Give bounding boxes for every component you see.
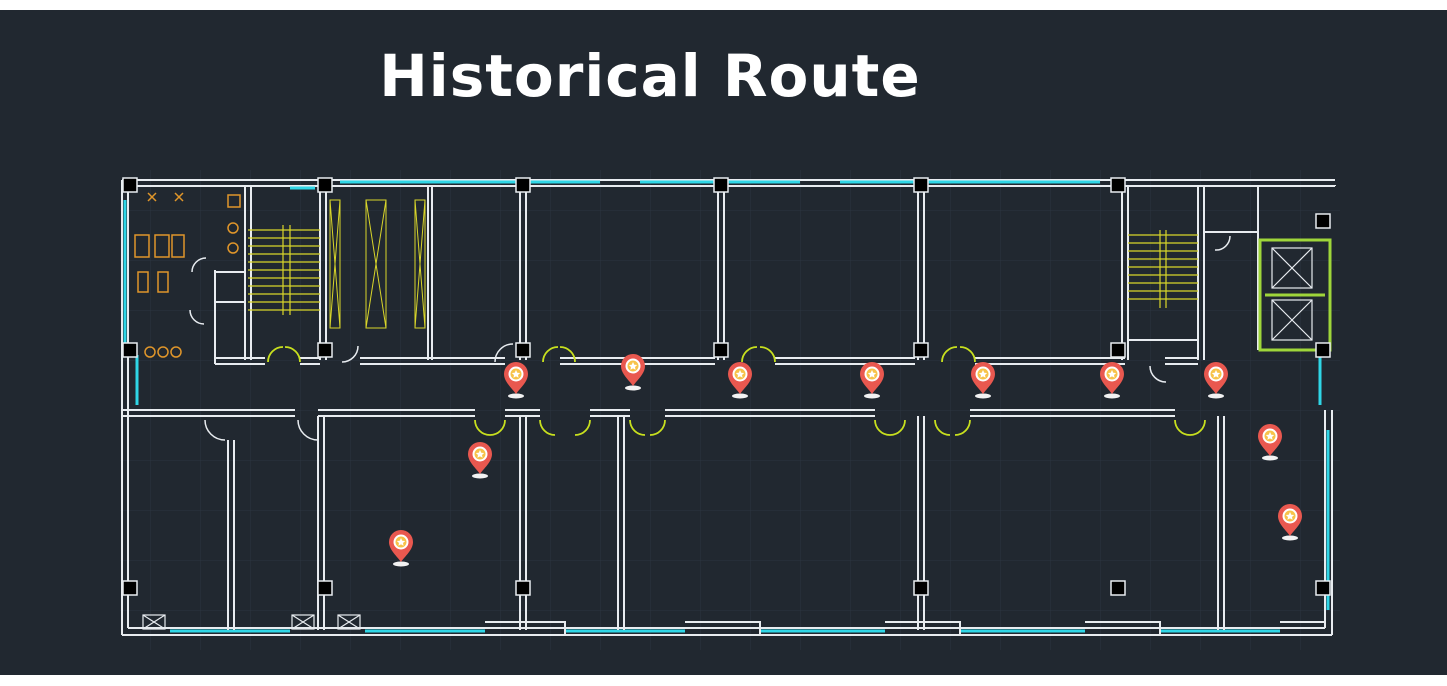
elevator-icon xyxy=(142,247,1313,630)
white-doors xyxy=(189,235,1231,441)
shelving xyxy=(329,199,426,329)
restroom xyxy=(134,192,241,358)
page-title: Historical Route xyxy=(379,42,921,110)
door-swing-icon xyxy=(267,346,1206,436)
floor-plan xyxy=(120,170,1340,650)
staircase-icon xyxy=(248,225,1198,315)
floor-plan-canvas: Historical Route xyxy=(0,10,1447,675)
